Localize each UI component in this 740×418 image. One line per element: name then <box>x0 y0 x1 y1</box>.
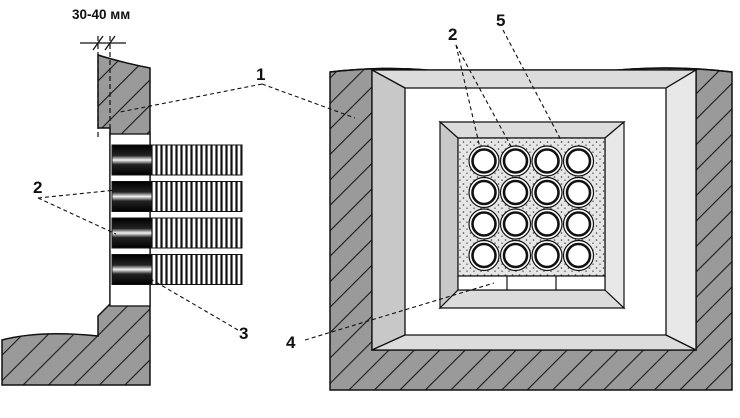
leader-line-1-right <box>261 83 356 119</box>
side-pipe-group <box>111 144 243 285</box>
pipe-cross-section <box>502 148 529 174</box>
base-support-strip <box>457 275 606 291</box>
dimension-label: 30-40 мм <box>72 7 130 22</box>
right-cross-section-view <box>329 67 733 391</box>
callouts: 1 2 3 4 2 5 <box>33 11 505 352</box>
dimension-tick <box>92 35 104 51</box>
pipe-in-wall <box>111 144 153 176</box>
callout-4: 4 <box>286 333 296 352</box>
outer-sleeve-top <box>371 69 699 89</box>
leader-line-2-right <box>455 44 481 149</box>
pipe-cross-section <box>565 211 592 237</box>
corrugated-pipe <box>151 217 243 249</box>
inner-sleeve-right <box>604 120 625 310</box>
pipe-cross-section <box>471 148 497 174</box>
callout-2-left: 2 <box>33 178 42 197</box>
outer-sleeve-left <box>371 68 406 352</box>
outer-sleeve-right <box>665 68 697 352</box>
pipe-cross-section <box>534 242 560 269</box>
leader-line-1-left <box>119 83 263 113</box>
pipe-cross-section <box>534 179 560 206</box>
pipe-in-wall <box>111 181 153 212</box>
dimension-tick <box>104 35 116 51</box>
leader-line-2-left <box>37 197 117 235</box>
inner-sleeve-top <box>438 121 626 139</box>
pipe-in-wall <box>111 254 153 285</box>
pipe-cross-section <box>471 242 497 269</box>
pipe-cross-section <box>502 242 529 269</box>
leader-line-5 <box>502 29 563 143</box>
leader-line-4 <box>304 282 495 341</box>
pipe-cross-section <box>565 148 592 174</box>
inner-sleeve-bottom <box>438 289 626 309</box>
leader-line-2-right <box>455 44 514 151</box>
callout-2-right: 2 <box>448 25 457 44</box>
corrugated-pipe <box>151 181 243 212</box>
callout-1: 1 <box>256 65 265 84</box>
leader-lines <box>37 29 563 341</box>
corrugated-pipe <box>151 254 243 285</box>
pipe-grid <box>468 145 595 272</box>
pipe-cross-section <box>565 242 592 269</box>
pipe-cross-section <box>471 179 497 206</box>
leader-line-2-left <box>37 189 117 199</box>
inner-sleeve-left <box>439 120 459 310</box>
pipe-cross-section <box>502 211 529 237</box>
outer-sleeve-bottom <box>371 334 697 351</box>
pipe-cross-section <box>565 179 592 206</box>
pipe-cross-section <box>471 211 497 237</box>
pipe-cross-section <box>502 179 529 206</box>
corrugated-pipe <box>151 144 243 176</box>
pipe-in-wall <box>111 217 153 249</box>
pipe-cross-section <box>534 211 560 237</box>
leader-line-3 <box>141 273 239 331</box>
callout-5: 5 <box>496 11 505 30</box>
pipe-cross-section <box>534 148 560 174</box>
callout-3: 3 <box>239 324 248 343</box>
left-section-view: 30-40 мм <box>1 7 243 386</box>
